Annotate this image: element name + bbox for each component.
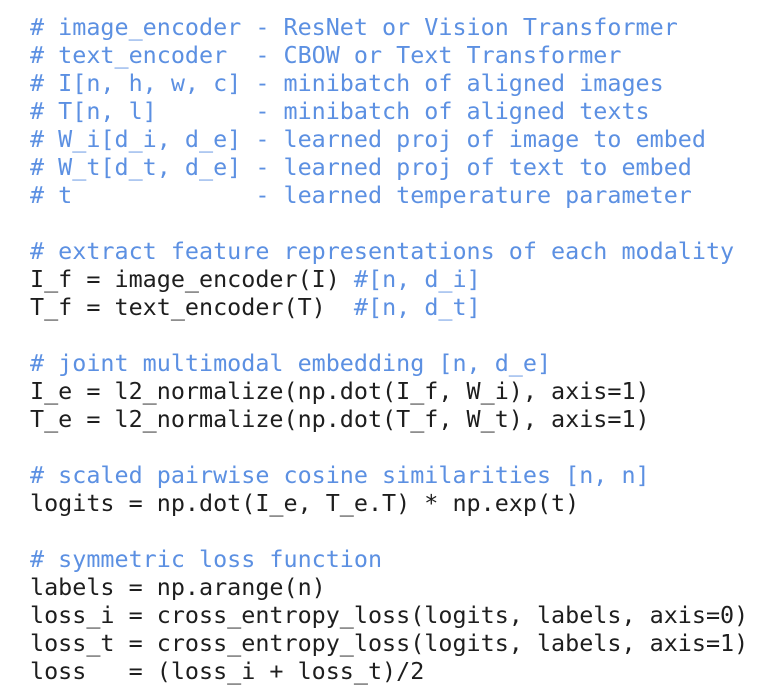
code-line: I_e = l2_normalize(np.dot(I_f, W_i), axi… [30,377,768,405]
code-segment: logits = np.dot(I_e, T_e.T) * np.exp(t) [30,489,580,517]
code-line: # image_encoder - ResNet or Vision Trans… [30,13,768,41]
code-line: loss_t = cross_entropy_loss(logits, labe… [30,629,768,657]
code-segment: T_f = text_encoder(T) [30,293,354,321]
code-line: # scaled pairwise cosine similarities [n… [30,461,768,489]
code-comment-segment: # image_encoder - ResNet or Vision Trans… [30,13,678,41]
code-line: # t - learned temperature parameter [30,181,768,209]
code-line: loss = (loss_i + loss_t)/2 [30,657,768,685]
code-line: # symmetric loss function [30,545,768,573]
code-line: I_f = image_encoder(I) #[n, d_i] [30,265,768,293]
code-line-blank [30,209,768,237]
code-line: labels = np.arange(n) [30,573,768,601]
code-comment-segment: # text_encoder - CBOW or Text Transforme… [30,41,622,69]
code-line: # text_encoder - CBOW or Text Transforme… [30,41,768,69]
code-comment-segment: #[n, d_t] [353,293,481,321]
code-segment: I_f = image_encoder(I) [30,265,354,293]
code-segment: labels = np.arange(n) [30,573,326,601]
code-comment-segment: #[n, d_i] [353,265,481,293]
code-line: # I[n, h, w, c] - minibatch of aligned i… [30,69,768,97]
code-line: loss_i = cross_entropy_loss(logits, labe… [30,601,768,629]
code-line: # W_i[d_i, d_e] - learned proj of image … [30,125,768,153]
code-comment-segment: # I[n, h, w, c] - minibatch of aligned i… [30,69,664,97]
code-segment: T_e = l2_normalize(np.dot(T_f, W_t), axi… [30,405,650,433]
code-line-blank [30,433,768,461]
code-comment-segment: # T[n, l] - minibatch of aligned texts [30,97,650,125]
code-comment-segment: # symmetric loss function [30,545,383,573]
code-line-blank [30,517,768,545]
code-line: T_f = text_encoder(T) #[n, d_t] [30,293,768,321]
code-segment: I_e = l2_normalize(np.dot(I_f, W_i), axi… [30,377,650,405]
code-segment: loss_i = cross_entropy_loss(logits, labe… [30,601,749,629]
code-line: # T[n, l] - minibatch of aligned texts [30,97,768,125]
code-comment-segment: # joint multimodal embedding [n, d_e] [30,349,552,377]
code-segment: loss = (loss_i + loss_t)/2 [30,657,425,685]
code-line: # W_t[d_t, d_e] - learned proj of text t… [30,153,768,181]
code-comment-segment: # W_t[d_t, d_e] - learned proj of text t… [30,153,692,181]
code-line-blank [30,321,768,349]
code-comment-segment: # extract feature representations of eac… [30,237,735,265]
code-line: T_e = l2_normalize(np.dot(T_f, W_t), axi… [30,405,768,433]
code-line: # joint multimodal embedding [n, d_e] [30,349,768,377]
code-comment-segment: # W_i[d_i, d_e] - learned proj of image … [30,125,706,153]
code-comment-segment: # t - learned temperature parameter [30,181,692,209]
code-line: logits = np.dot(I_e, T_e.T) * np.exp(t) [30,489,768,517]
code-line: # extract feature representations of eac… [30,237,768,265]
code-segment: loss_t = cross_entropy_loss(logits, labe… [30,629,749,657]
code-comment-segment: # scaled pairwise cosine similarities [n… [30,461,650,489]
